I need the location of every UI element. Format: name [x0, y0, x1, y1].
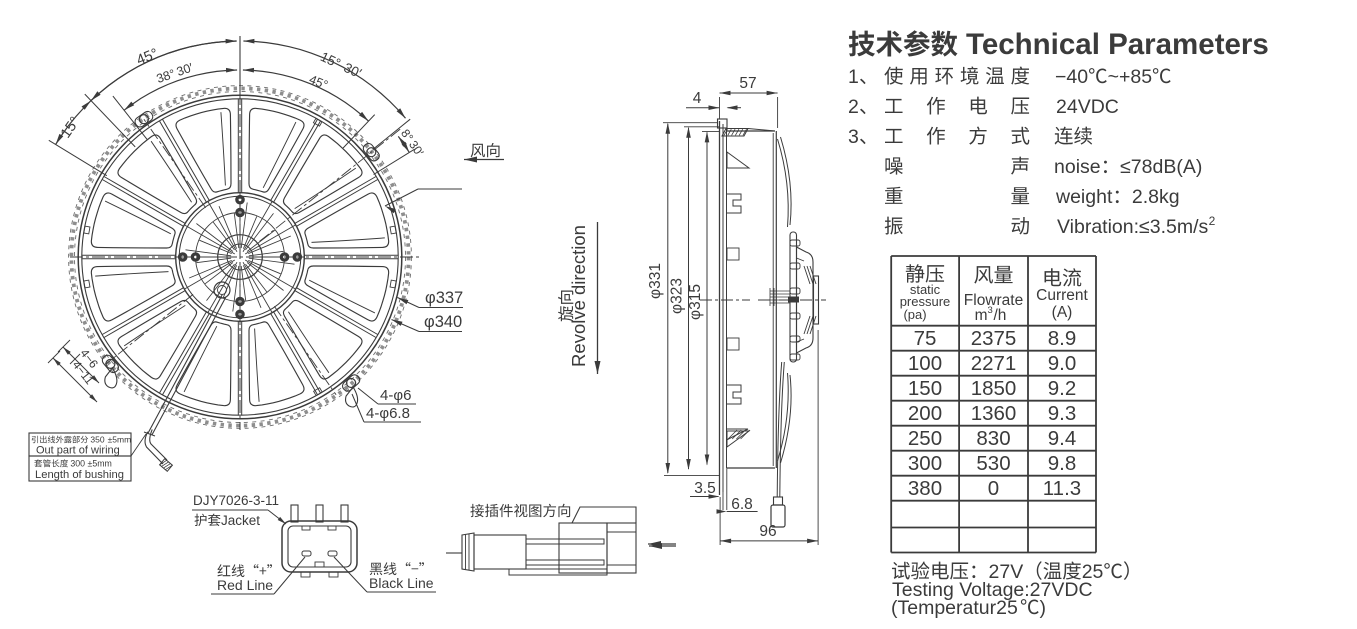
svg-text:Jacket: Jacket [221, 513, 260, 528]
svg-text:57: 57 [739, 75, 756, 92]
svg-text:4-φ6: 4-φ6 [380, 387, 411, 404]
svg-text:530: 530 [976, 452, 1010, 475]
svg-text:weight: weight [1055, 186, 1113, 208]
svg-text:4-φ6.8: 4-φ6.8 [366, 405, 410, 422]
svg-text:4: 4 [693, 90, 702, 107]
svg-text:2.8kg: 2.8kg [1132, 186, 1180, 208]
svg-text:φ323: φ323 [669, 278, 686, 314]
svg-text:2: 2 [848, 96, 859, 118]
svg-text:Length of bushing: Length of bushing [35, 469, 124, 481]
svg-text:Technical Parameters: Technical Parameters [966, 28, 1269, 61]
svg-text:300: 300 [908, 452, 942, 475]
svg-text:8.9: 8.9 [1048, 327, 1077, 350]
svg-text:φ337: φ337 [425, 289, 463, 307]
svg-text:1850: 1850 [971, 377, 1017, 400]
svg-text:−40: −40 [1055, 66, 1088, 88]
svg-text:pressure: pressure [900, 294, 951, 309]
svg-text:φ340: φ340 [424, 313, 462, 331]
svg-text:27V: 27V [989, 561, 1024, 583]
svg-text:Out part of wiring: Out part of wiring [36, 445, 120, 457]
svg-text:350: 350 [90, 435, 104, 445]
svg-text:3: 3 [848, 126, 859, 148]
svg-text:±5mm: ±5mm [108, 435, 132, 445]
svg-text:2375: 2375 [971, 327, 1017, 350]
svg-text:25: 25 [1082, 561, 1104, 583]
svg-text:45°: 45° [134, 46, 160, 69]
svg-text:/h: /h [994, 307, 1007, 324]
svg-text:1360: 1360 [971, 402, 1017, 425]
svg-text:830: 830 [976, 427, 1010, 450]
svg-text:1: 1 [848, 66, 859, 88]
svg-text:200: 200 [908, 402, 942, 425]
svg-text:Red Line: Red Line [217, 577, 273, 593]
svg-text:3.5: 3.5 [694, 480, 716, 497]
svg-text:9.8: 9.8 [1048, 452, 1077, 475]
svg-text:Testing Voltage:27VDC: Testing Voltage:27VDC [892, 579, 1093, 601]
svg-text:noise: noise [1054, 156, 1101, 178]
svg-text:380: 380 [908, 477, 942, 500]
svg-text:2271: 2271 [971, 352, 1017, 375]
svg-text:Current: Current [1036, 287, 1088, 304]
svg-text:300 ±5mm: 300 ±5mm [70, 459, 112, 469]
svg-text:96: 96 [759, 523, 776, 540]
svg-text:45°: 45° [307, 72, 330, 92]
svg-text:9.0: 9.0 [1048, 352, 1077, 375]
svg-text:Flowrate: Flowrate [964, 292, 1023, 309]
svg-text:Black Line: Black Line [369, 575, 434, 591]
svg-text:static: static [910, 282, 941, 297]
svg-text:150: 150 [908, 377, 942, 400]
svg-text:9.3: 9.3 [1048, 402, 1077, 425]
svg-text:9.2: 9.2 [1048, 377, 1077, 400]
svg-text:(pa): (pa) [903, 307, 926, 322]
svg-text:m: m [975, 307, 988, 324]
svg-text:2: 2 [1209, 214, 1216, 228]
svg-text:24VDC: 24VDC [1056, 96, 1119, 118]
svg-text:100: 100 [908, 352, 942, 375]
svg-text:Revolve direction: Revolve direction [568, 225, 589, 367]
svg-text:Vibration:≤3.5m/s: Vibration:≤3.5m/s [1057, 216, 1208, 238]
svg-text:): ) [1040, 597, 1047, 619]
svg-text:6.8: 6.8 [731, 496, 753, 513]
svg-text:(A): (A) [1052, 304, 1073, 321]
svg-text:3: 3 [988, 305, 993, 316]
svg-text:9.4: 9.4 [1048, 427, 1077, 450]
svg-text:75: 75 [914, 327, 937, 350]
svg-text:DJY7026-3-11: DJY7026-3-11 [193, 493, 279, 508]
svg-text:φ315: φ315 [687, 284, 704, 320]
svg-text:250: 250 [908, 427, 942, 450]
svg-text:11.3: 11.3 [1043, 477, 1081, 500]
svg-text:~+85: ~+85 [1108, 66, 1153, 88]
svg-text:(Temperatur25: (Temperatur25 [891, 597, 1018, 619]
svg-text:≤78dB(A): ≤78dB(A) [1120, 156, 1202, 178]
svg-text:0: 0 [988, 477, 999, 500]
svg-text:φ331: φ331 [647, 263, 664, 299]
